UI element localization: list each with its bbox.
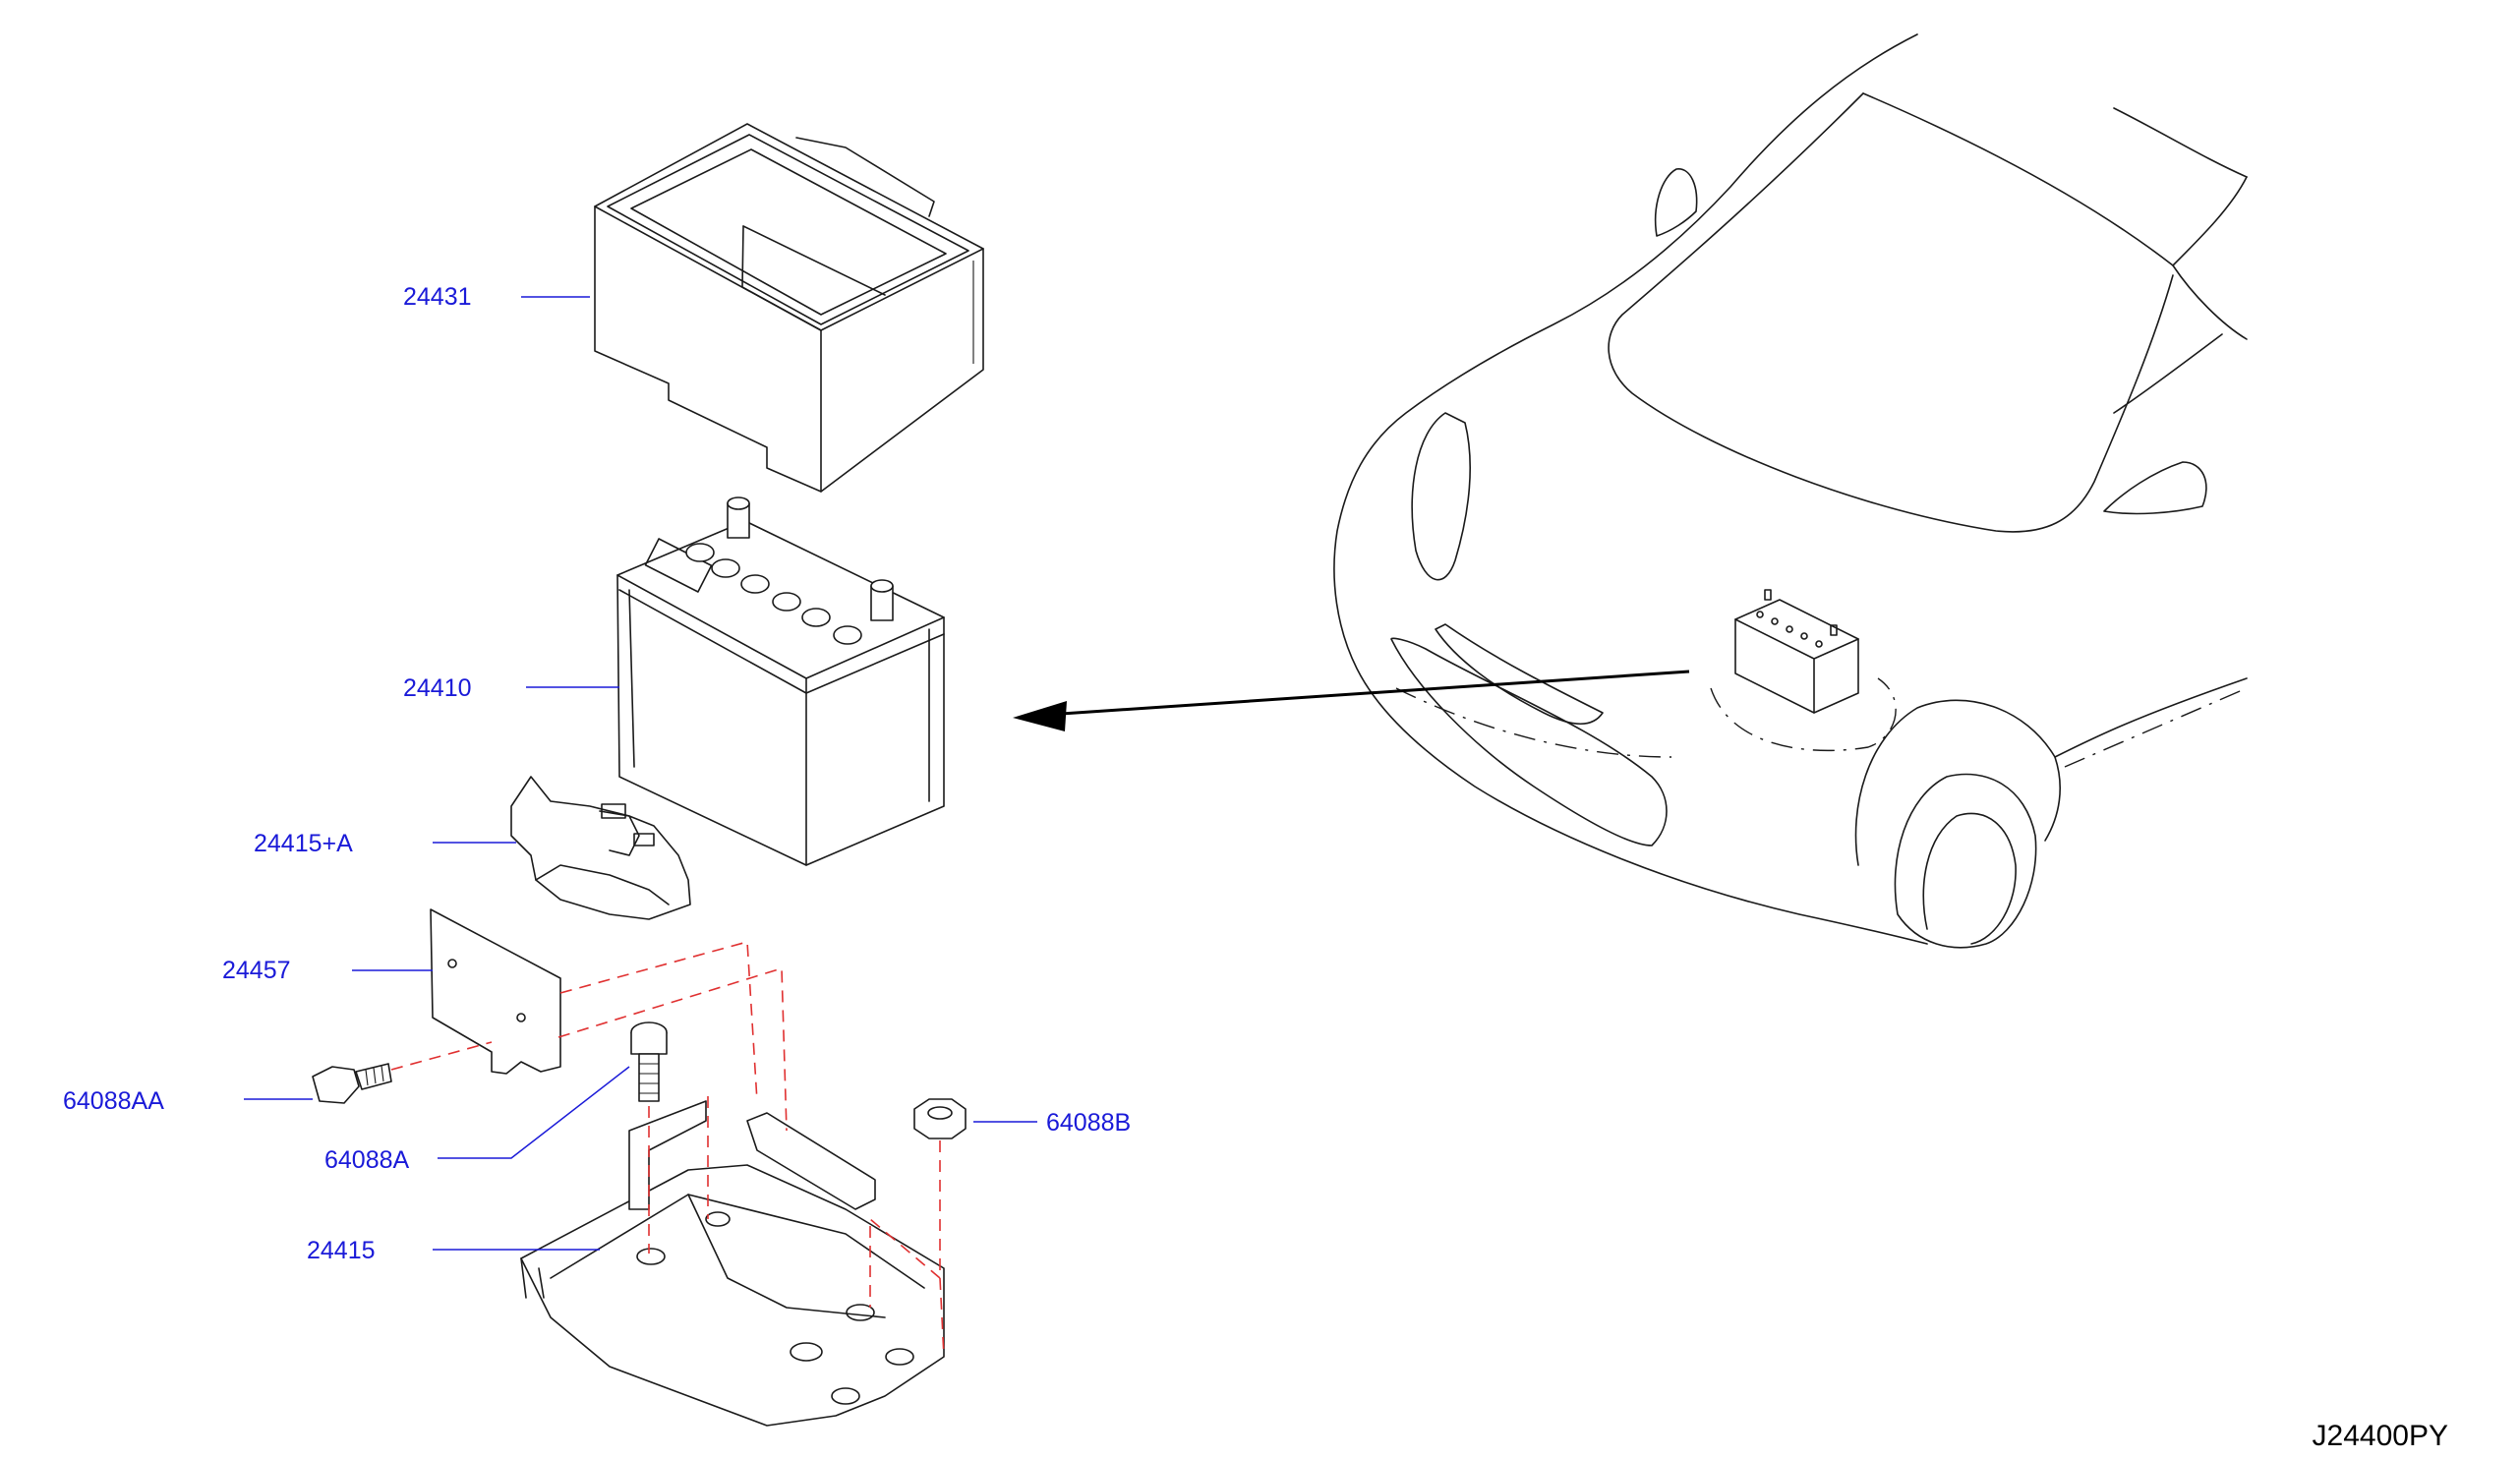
svg-text:24415: 24415 [307, 1237, 376, 1264]
svg-text:24415+A: 24415+A [254, 830, 353, 857]
battery-terminal-negative [727, 496, 750, 539]
svg-text:24410: 24410 [403, 674, 472, 702]
bolt-64088a-drawing[interactable] [630, 1021, 668, 1102]
callout-24415[interactable]: 24415 [307, 1237, 600, 1264]
nut-64088b-drawing[interactable] [913, 1098, 967, 1139]
battery-hold-down-drawing[interactable] [510, 776, 691, 920]
svg-text:24431: 24431 [403, 283, 472, 311]
callout-64088b[interactable]: 64088B [973, 1109, 1131, 1137]
battery-caps [685, 543, 862, 645]
installed-battery-icon [1734, 589, 1859, 714]
assembly-guide-lines [390, 940, 945, 1358]
battery-cover-drawing[interactable] [594, 123, 984, 493]
battery-tray-drawing[interactable] [520, 1100, 945, 1427]
diagram-code: J24400PY [2313, 1420, 2448, 1452]
battery-terminal-positive [870, 579, 894, 621]
vehicle-outline-drawing [1333, 33, 2248, 949]
bolt-64088aa-drawing[interactable] [312, 1063, 392, 1104]
callout-64088a[interactable]: 64088A [324, 1066, 630, 1174]
callout-24415-a[interactable]: 24415+A [254, 830, 516, 857]
callout-24410[interactable]: 24410 [403, 674, 619, 702]
callout-64088aa[interactable]: 64088AA [63, 1087, 313, 1115]
svg-text:64088B: 64088B [1046, 1109, 1131, 1137]
svg-text:64088A: 64088A [324, 1146, 410, 1174]
callout-24457[interactable]: 24457 [222, 957, 433, 984]
callout-24431[interactable]: 24431 [403, 283, 590, 311]
svg-text:64088AA: 64088AA [63, 1087, 164, 1115]
svg-text:24457: 24457 [222, 957, 291, 984]
location-arrow [1013, 670, 1690, 731]
battery-drawing[interactable] [616, 496, 945, 866]
plate-drawing[interactable] [430, 908, 561, 1075]
